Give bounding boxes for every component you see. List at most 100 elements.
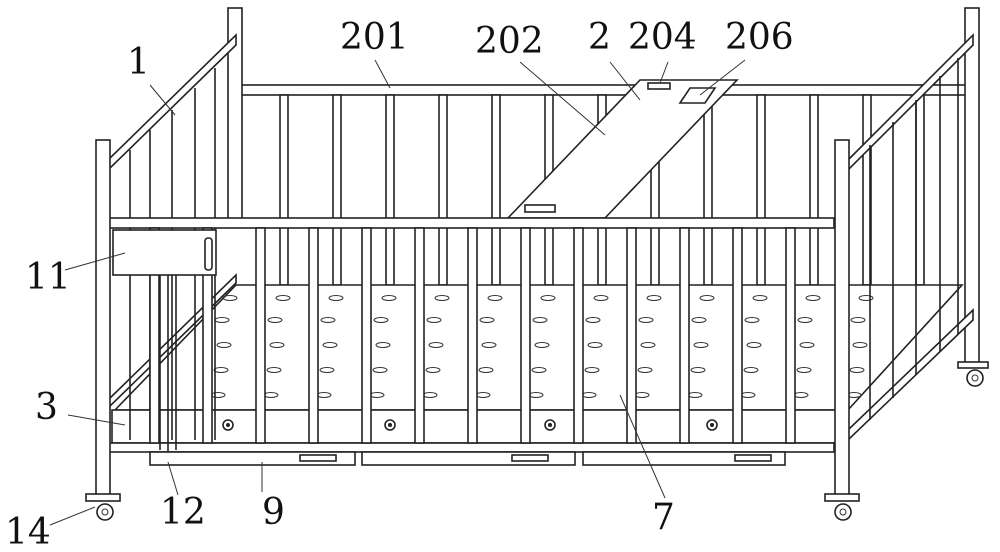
vent-hole [746, 342, 762, 348]
leader-lines [49, 59, 746, 526]
board-slot-lower [524, 204, 556, 213]
front-bar [255, 227, 266, 444]
drain-knob-center [710, 423, 714, 427]
mattress-front-edge [111, 409, 849, 444]
front-bar [467, 227, 478, 444]
label-3: 3 [35, 387, 58, 428]
label-202: 202 [475, 21, 544, 62]
vent-hole [322, 342, 338, 348]
vent-hole [532, 317, 548, 323]
vent-hole [699, 295, 715, 301]
control-box-handle [204, 237, 213, 271]
vent-hole [275, 295, 291, 301]
drain-knob-center [548, 423, 552, 427]
front-bar [520, 227, 531, 444]
back-bar [279, 94, 289, 286]
vent-hole [373, 317, 389, 323]
vent-hole [531, 367, 547, 373]
label-9: 9 [262, 492, 285, 533]
left-side-frame [107, 7, 243, 440]
front-rail-bars [149, 227, 796, 444]
vent-hole [858, 295, 874, 301]
vent-hole [428, 342, 444, 348]
front-bar [202, 227, 213, 444]
vent-hole [637, 367, 653, 373]
label-204: 204 [628, 17, 697, 58]
front-posts [85, 139, 860, 521]
back-bar [385, 94, 395, 286]
vent-hole [375, 342, 391, 348]
back-bar [703, 94, 713, 286]
vent-hole [216, 342, 232, 348]
vent-hole [796, 367, 812, 373]
label-11: 11 [25, 257, 71, 298]
vent-hole [744, 317, 760, 323]
front-bottom-rail [107, 442, 835, 453]
back-bar [809, 94, 819, 286]
label-12: 12 [160, 492, 206, 533]
vent-hole [743, 367, 759, 373]
vent-hole [585, 317, 601, 323]
vent-hole [267, 317, 283, 323]
back-bar [491, 94, 501, 286]
front-bar [573, 227, 584, 444]
vent-hole [805, 295, 821, 301]
vent-hole [425, 367, 441, 373]
label-206: 206 [725, 17, 794, 58]
front-bar [308, 227, 319, 444]
vent-hole [646, 295, 662, 301]
front-bar [414, 227, 425, 444]
vent-hole [640, 342, 656, 348]
vent-hole [372, 367, 388, 373]
vent-hole [320, 317, 336, 323]
back-bar [915, 94, 925, 286]
vent-hole [691, 317, 707, 323]
back-rail-frame [239, 84, 969, 96]
vent-hole [487, 295, 503, 301]
label-7: 7 [652, 497, 675, 538]
vent-hole [852, 342, 868, 348]
vent-hole [849, 367, 865, 373]
drain-knob-center [226, 423, 230, 427]
vent-hole [799, 342, 815, 348]
ventilation-holes [210, 295, 874, 398]
back-bar [332, 94, 342, 286]
vent-hole [693, 342, 709, 348]
board-slot-204 [647, 82, 671, 90]
vent-hole [478, 367, 494, 373]
right-side-frame [847, 7, 989, 442]
vent-hole [434, 295, 450, 301]
vent-hole [587, 342, 603, 348]
vent-hole [584, 367, 600, 373]
back-bar [756, 94, 766, 286]
vent-hole [381, 295, 397, 301]
drain-knobs [222, 419, 718, 431]
drawers-9 [149, 451, 786, 466]
label-14: 14 [5, 512, 51, 552]
vent-hole [269, 342, 285, 348]
vent-hole [534, 342, 550, 348]
vent-hole [690, 367, 706, 373]
vent-hole [593, 295, 609, 301]
vent-hole [426, 317, 442, 323]
board-window-206 [678, 87, 717, 104]
vent-hole [479, 317, 495, 323]
label-2: 2 [588, 17, 611, 58]
control-box-11 [112, 229, 217, 276]
vent-hole [319, 367, 335, 373]
vent-hole [638, 317, 654, 323]
vent-hole [266, 367, 282, 373]
vent-hole [213, 367, 229, 373]
front-bar [626, 227, 637, 444]
vent-hole [481, 342, 497, 348]
back-bar [438, 94, 448, 286]
front-bar [679, 227, 690, 444]
vent-hole [540, 295, 556, 301]
vent-hole [752, 295, 768, 301]
vent-hole [222, 295, 238, 301]
vent-hole [328, 295, 344, 301]
vent-hole [850, 317, 866, 323]
drain-knob-center [388, 423, 392, 427]
